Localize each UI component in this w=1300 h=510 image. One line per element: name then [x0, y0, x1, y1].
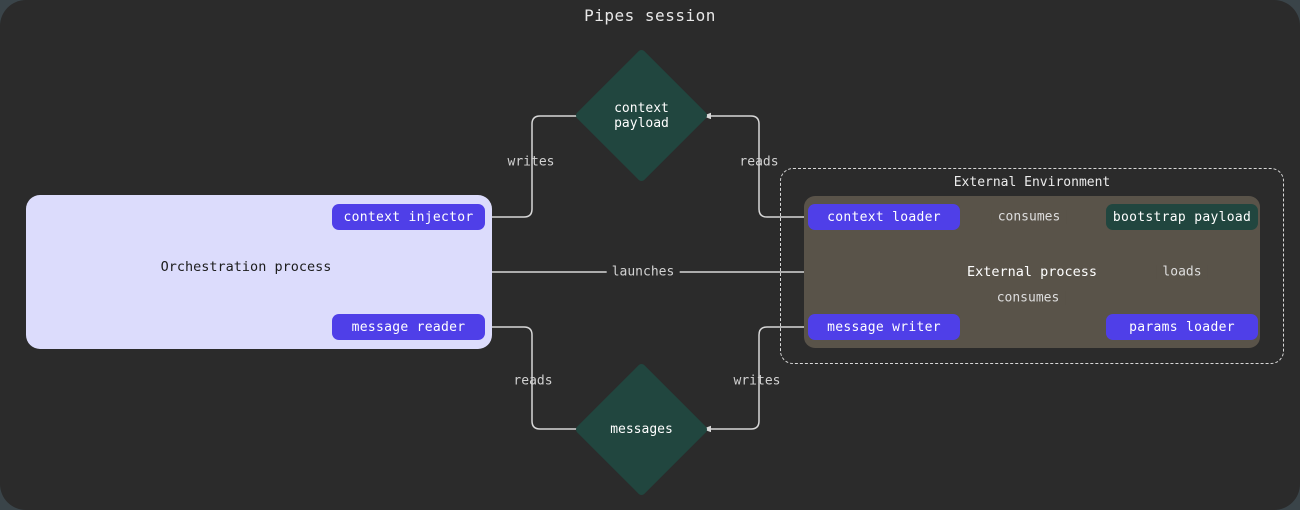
page-title: Pipes session — [584, 6, 716, 25]
node-context-payload[interactable]: context payload — [574, 48, 709, 183]
node-message-reader[interactable]: message reader — [332, 314, 485, 340]
edge-label-reads-messages: reads — [513, 373, 553, 389]
node-context-loader-label: context loader — [827, 209, 941, 225]
edge-label-consumes-message-writer: consumes — [990, 290, 1066, 306]
edge-label-consumes-context-loader: consumes — [991, 209, 1067, 225]
edge-label-writes-context-payload: writes — [507, 154, 555, 170]
node-params-loader-label: params loader — [1129, 319, 1235, 335]
node-message-writer[interactable]: message writer — [808, 314, 960, 340]
edge-label-writes-messages: writes — [733, 373, 781, 389]
node-messages[interactable]: messages — [574, 362, 709, 497]
node-message-writer-label: message writer — [827, 319, 941, 335]
edge-reads-context-payload — [702, 112, 806, 218]
node-context-injector-label: context injector — [343, 209, 474, 225]
edge-label-launches: launches — [606, 264, 680, 280]
edge-reads-messages — [485, 326, 589, 433]
node-context-loader[interactable]: context loader — [808, 204, 960, 230]
orchestration-process-label: Orchestration process — [160, 259, 332, 275]
edge-writes-context-payload — [485, 112, 589, 218]
node-messages-label: messages — [610, 422, 673, 437]
node-message-reader-label: message reader — [351, 319, 466, 335]
external-environment-boundary — [780, 168, 1284, 364]
node-context-injector[interactable]: context injector — [332, 204, 485, 230]
edge-label-loads-params: loads — [1156, 264, 1208, 280]
external-environment-title: External Environment — [953, 175, 1111, 190]
external-process-label: External process — [966, 264, 1098, 280]
node-bootstrap-payload-label: bootstrap payload — [1112, 209, 1252, 225]
node-params-loader[interactable]: params loader — [1106, 314, 1258, 340]
node-context-payload-label: context payload — [614, 100, 669, 131]
edge-label-reads-context-payload: reads — [739, 154, 779, 170]
edge-writes-messages — [702, 326, 806, 433]
node-bootstrap-payload[interactable]: bootstrap payload — [1106, 204, 1258, 230]
